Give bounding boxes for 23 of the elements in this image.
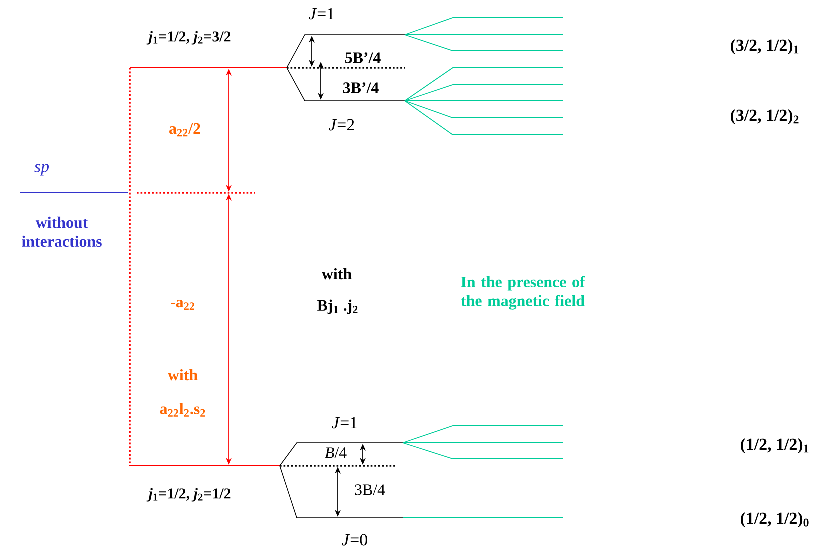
state-label: (1/2, 1/2)$_{1}$ [741, 438, 809, 454]
state-label: (3/2, 1/2)$_{1}$ [731, 39, 799, 55]
splitting-label: B/4 [325, 448, 347, 458]
splitting-label: 3B’/4 [343, 82, 379, 94]
splitting-label: 3B/4 [355, 484, 386, 496]
level-label: J=2 [329, 119, 354, 131]
level-label: j$_{1}$=1/2,j$_{2}$=3/2 [146, 31, 231, 45]
splitting-label: 5B’/4 [346, 52, 381, 64]
state-label: (3/2, 1/2)$_{2}$ [731, 109, 799, 125]
interaction-label: with [322, 268, 352, 280]
field-label: In the presence of the magnetic field [461, 276, 586, 310]
interaction-label: Bj$_{1}$ .j$_{2}$ [318, 300, 358, 314]
interaction-label: a$_{22}$/2 [170, 123, 200, 137]
level-label: J=0 [342, 534, 368, 546]
level-label: J=1 [332, 417, 358, 429]
interaction-label: without interactions [22, 216, 102, 248]
interaction-label: with [168, 369, 198, 381]
level-label: J=1 [309, 8, 334, 20]
level-label: sp [34, 164, 50, 176]
interaction-label: a$_{22}$l$_{2}$.s$_{2}$ [160, 403, 206, 417]
interaction-label: -a$_{22}$ [171, 300, 194, 310]
state-label: (1/2, 1/2)$_{0}$ [741, 512, 809, 528]
level-label: j$_{1}$=1/2,j$_{2}$=1/2 [146, 488, 231, 502]
